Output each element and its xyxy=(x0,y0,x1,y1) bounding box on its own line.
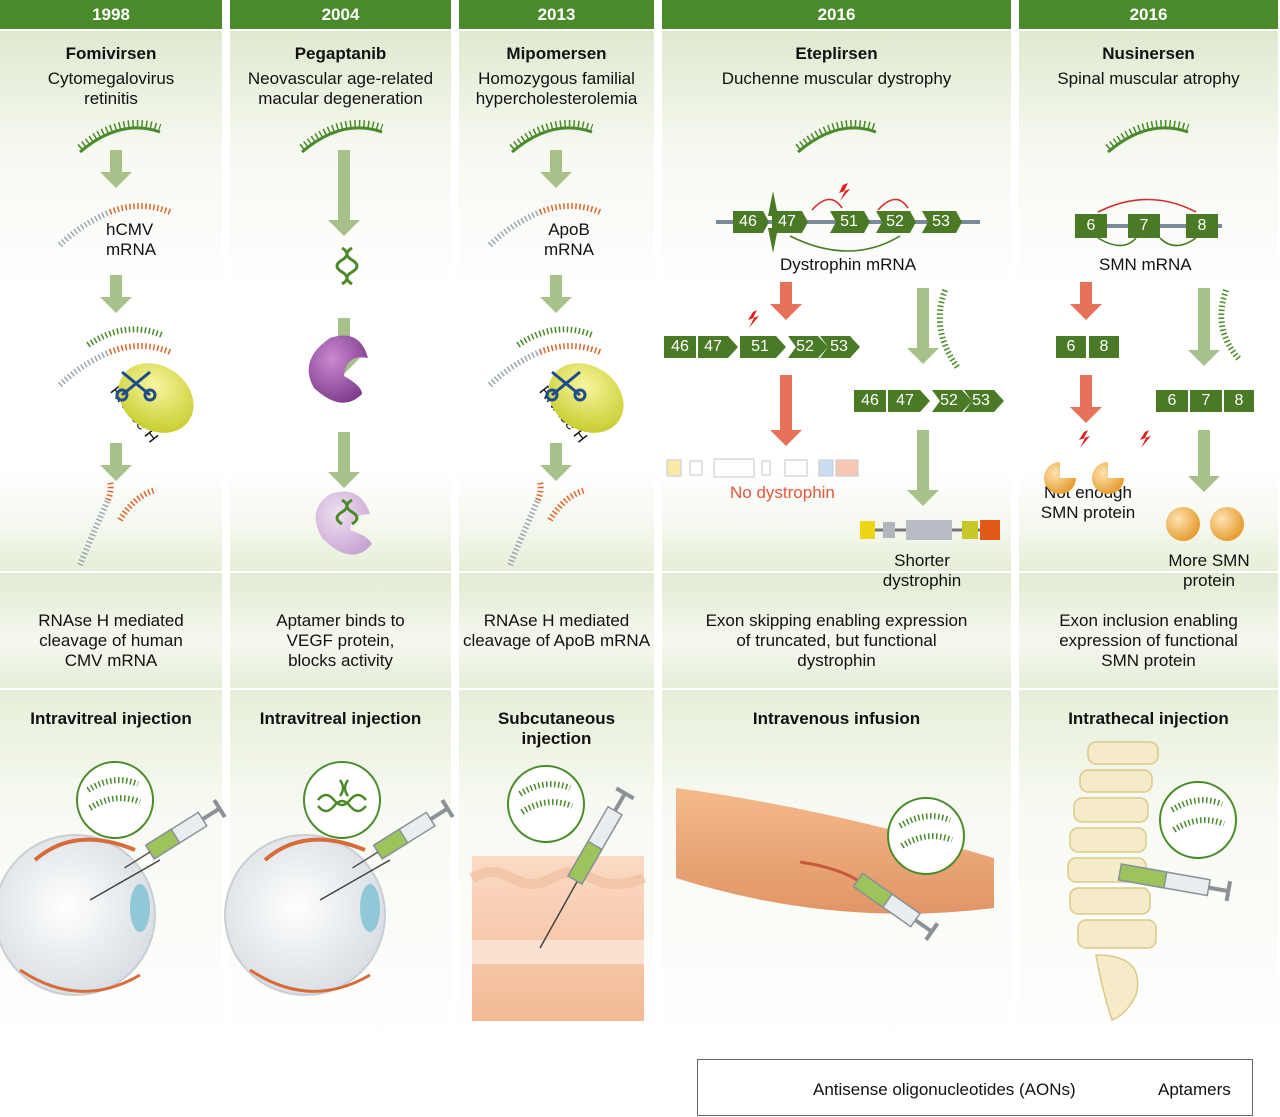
exon-row-left xyxy=(664,310,860,358)
vegf-protein-icon xyxy=(308,335,368,403)
exon-label: 7 xyxy=(1139,217,1149,234)
mechanism-text: Aptamer binds to VEGF protein, blocks ac… xyxy=(276,611,405,670)
disease-name: Cytomegalovirus retinitis xyxy=(47,69,175,108)
exon-row-right xyxy=(854,390,1004,412)
target-label: ApoB mRNA xyxy=(543,220,595,259)
route-text: Subcutaneous injection xyxy=(497,709,616,748)
vegf-bound-icon xyxy=(315,491,372,555)
exon-label: 51 xyxy=(751,338,769,355)
eye-illustration xyxy=(224,834,391,996)
exon-label: 8 xyxy=(1099,338,1109,355)
target-label: hCMV mRNA xyxy=(106,220,157,259)
exon-label: 51 xyxy=(840,213,858,230)
short-dystrophin xyxy=(860,520,1000,540)
column-eteplirsen: 2016 Eteplirsen Duchenne muscular dystro… xyxy=(662,0,1011,1047)
arm-illustration xyxy=(676,788,994,914)
exon-label: 7 xyxy=(1201,392,1211,409)
smn-protein-broken-icon xyxy=(1044,430,1151,494)
description-panel xyxy=(0,573,222,688)
outcome-left: No dystrophin xyxy=(730,483,835,502)
year-header: 2016 xyxy=(1019,0,1278,29)
exon-label: 47 xyxy=(896,392,914,409)
drug-name: Mipomersen xyxy=(506,44,607,63)
description-panel xyxy=(1019,573,1278,688)
bound-aon-icon xyxy=(86,326,594,348)
column-nusinersen: 2016 Nusinersen Spinal muscular atrophy … xyxy=(1019,0,1278,1047)
exon-label: 6 xyxy=(1086,217,1096,234)
exon-label: 47 xyxy=(704,338,722,355)
exon-label: 52 xyxy=(940,392,958,409)
outcome-right: More SMN protein xyxy=(1168,551,1250,590)
exon-label: 53 xyxy=(972,392,990,409)
exon-label: 8 xyxy=(1197,217,1207,234)
skin-illustration xyxy=(469,856,646,1021)
exon-label: 6 xyxy=(1066,338,1076,355)
exon-label: 53 xyxy=(830,338,848,355)
eye-illustration xyxy=(0,834,161,996)
description-panel xyxy=(662,573,1011,688)
magnified-aon-icon xyxy=(86,777,1226,849)
exon-label: 46 xyxy=(861,392,879,409)
aon-side-icon xyxy=(936,288,1243,370)
magnified-aptamer-icon xyxy=(317,779,367,813)
exon-label: 47 xyxy=(778,213,796,230)
exon-row-left-smn xyxy=(1056,336,1119,358)
legend-aon-label: Antisense oligonucleotides (AONs) xyxy=(813,1080,1076,1099)
target-label: Dystrophin mRNA xyxy=(780,255,917,274)
mechanism-text: Exon skipping enabling expression of tru… xyxy=(705,611,968,670)
smn-protein-icon xyxy=(1166,507,1244,541)
mechanism-panel xyxy=(662,31,1011,571)
exon-label: 46 xyxy=(671,338,689,355)
year-header: 2004 xyxy=(230,0,451,29)
exon-label: 8 xyxy=(1234,392,1244,409)
exon-row-right-smn xyxy=(1156,390,1254,412)
no-dystrophin-faded xyxy=(666,458,859,478)
mrna-strand-icon xyxy=(57,203,602,567)
route-text: Intrathecal injection xyxy=(1068,709,1229,728)
magnifier-aon-icon xyxy=(76,761,1237,875)
exon-label: 46 xyxy=(739,213,757,230)
aon-strand-icon xyxy=(77,119,1190,154)
legend: Antisense oligonucleotides (AONs) Aptame… xyxy=(697,1059,1253,1116)
description-panel xyxy=(459,573,654,688)
disease-name: Duchenne muscular dystrophy xyxy=(721,69,952,88)
drug-name: Nusinersen xyxy=(1102,44,1195,63)
description-panel xyxy=(230,573,451,688)
drug-name: Fomivirsen xyxy=(65,44,157,63)
exon-label: 53 xyxy=(932,213,950,230)
mechanism-text: RNAse H mediated cleavage of ApoB mRNA xyxy=(462,611,651,650)
aptamer-icon xyxy=(335,246,359,286)
scissors-icon xyxy=(115,370,587,402)
year-header: 1998 xyxy=(0,0,222,29)
route-text: Intravenous infusion xyxy=(752,709,921,728)
mechanism-text: RNAse H mediated cleavage of human CMV m… xyxy=(38,611,184,670)
mechanism-text: Exon inclusion enabling expression of fu… xyxy=(1059,611,1238,670)
exon-blocks-top xyxy=(733,211,962,233)
outcome-right: Shorter dystrophin xyxy=(882,551,962,590)
legend-aptamer-label: Aptamers xyxy=(1158,1080,1231,1099)
column-fomivirsen: 1998 Fomivirsen Cytomegalovirus retiniti… xyxy=(0,0,222,1047)
target-label: SMN mRNA xyxy=(1099,255,1192,274)
red-arrow-icon xyxy=(770,282,1102,446)
drug-name: Eteplirsen xyxy=(795,44,878,63)
route-text: Intravitreal injection xyxy=(30,709,192,728)
exon-label: 52 xyxy=(886,213,904,230)
green-arrow-icon xyxy=(100,150,1220,506)
year-header: 2016 xyxy=(662,0,1011,29)
year-header: 2013 xyxy=(459,0,654,29)
exon-label: 6 xyxy=(1167,392,1177,409)
disease-name: Spinal muscular atrophy xyxy=(1057,69,1240,88)
disease-name: Neovascular age-related macular degenera… xyxy=(247,69,434,108)
aptamer-bound-icon xyxy=(335,498,359,526)
route-text: Intravitreal injection xyxy=(259,709,422,728)
disease-name: Homozygous familial hypercholesterolemia xyxy=(475,69,638,108)
exon-label: 52 xyxy=(796,338,814,355)
drug-name: Pegaptanib xyxy=(294,44,387,63)
smn-mrna xyxy=(1075,198,1222,247)
syringe-icon xyxy=(124,786,1233,941)
